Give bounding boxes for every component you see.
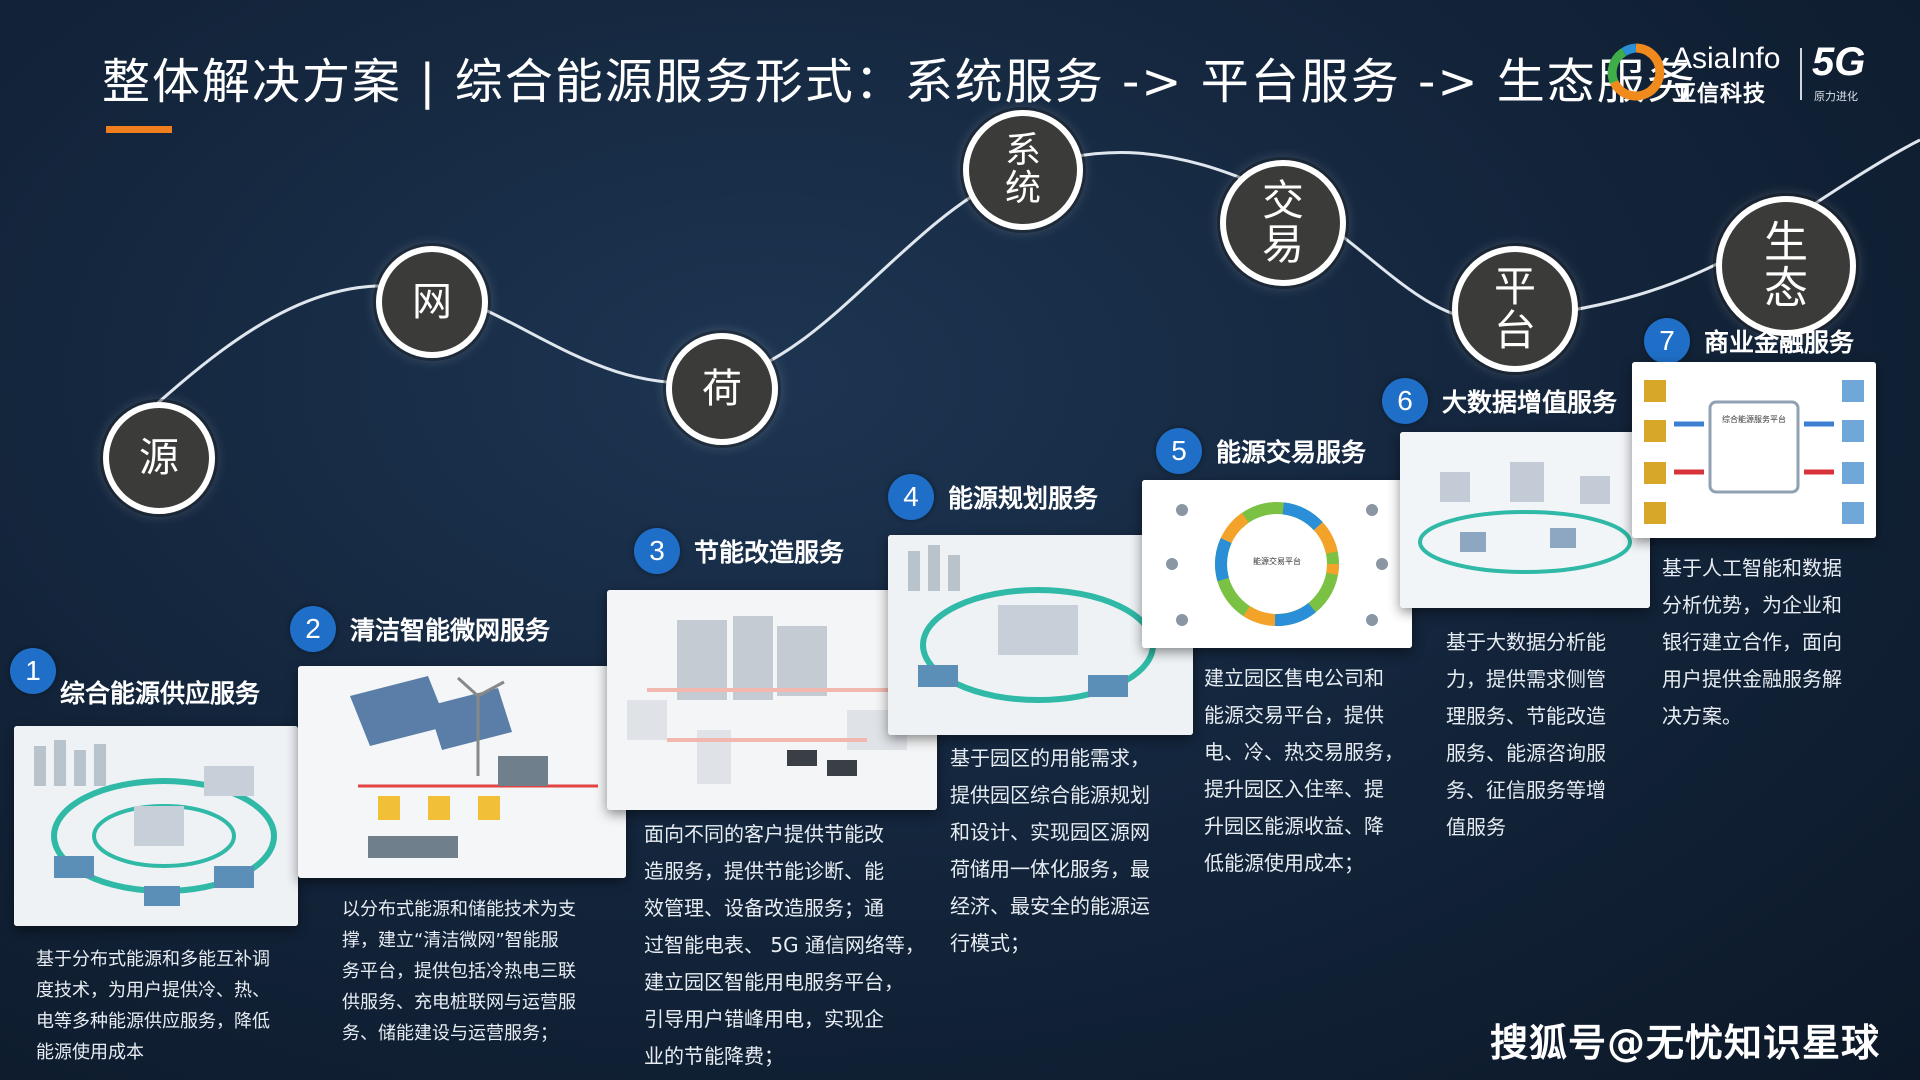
step-6-description: 基于大数据分析能 力，提供需求侧管 理服务、节能改造 服务、能源咨询服 务、征信… (1446, 630, 1606, 839)
step-1-description: 基于分布式能源和多能互补调 度技术，为用户提供冷、热、 电等多种能源供应服务，降… (36, 949, 270, 1063)
node-source: 源 (103, 402, 215, 514)
logo-brand: AsiaInfo (1672, 42, 1781, 75)
step-1-title-wrap: 综合能源供应服务 (60, 674, 260, 710)
step-title: 清洁智能微网服务 (350, 616, 551, 645)
step-2-label: 2 清洁智能微网服务 (290, 606, 550, 652)
title-underline (106, 126, 172, 133)
node-platform: 平台 (1452, 246, 1578, 372)
step-title: 商业金融服务 (1704, 328, 1855, 357)
step-number: 1 (10, 648, 56, 694)
watermark: 搜狐号@无忧知识星球 (1490, 1021, 1881, 1065)
step-title: 能源交易服务 (1216, 438, 1367, 467)
node-trade: 交易 (1220, 160, 1346, 286)
step-6-label: 6 大数据增值服务 (1382, 378, 1617, 424)
step-4-description: 基于园区的用能需求， 提供园区综合能源规划 和设计、实现园区源网 荷储用一体化服… (950, 746, 1150, 955)
step-3-image (607, 590, 937, 810)
logo-5g: 5G (1812, 40, 1866, 84)
node-load: 荷 (666, 333, 778, 445)
logo-5g-sub: 原力进化 (1814, 90, 1858, 103)
logo-mark-icon (1607, 43, 1665, 101)
step-number: 7 (1644, 318, 1690, 364)
step-3-description: 面向不同的客户提供节能改 造服务，提供节能诊断、能 效管理、设备改造服务；通 过… (644, 822, 925, 1068)
node-system: 系统 (963, 110, 1083, 230)
step-title: 大数据增值服务 (1442, 388, 1618, 417)
step-7-description: 基于人工智能和数据 分析优势，为企业和 银行建立合作，面向 用户提供金融服务解 … (1662, 556, 1842, 728)
step-number: 4 (888, 474, 934, 520)
step-7-label: 7 商业金融服务 (1644, 318, 1854, 364)
step-number: 5 (1156, 428, 1202, 474)
step-5-label: 5 能源交易服务 (1156, 428, 1366, 474)
logo-separator (1800, 48, 1802, 100)
step-title: 节能改造服务 (694, 538, 845, 567)
card5-center-label: 能源交易平台 (1253, 557, 1301, 566)
step-number: 3 (634, 528, 680, 574)
step-6-image (1400, 432, 1650, 608)
step-1-label: 1 (10, 648, 56, 694)
asiainfo-logo: AsiaInfo 亚信科技 5G 原力进化 (1606, 40, 1886, 110)
step-2-image (298, 666, 626, 878)
step-5-image: 能源交易平台 (1142, 480, 1412, 648)
card7-center-label: 综合能源服务平台 (1722, 415, 1786, 424)
logo-brand-cn: 亚信科技 (1674, 82, 1767, 107)
step-title: 综合能源供应服务 (60, 679, 261, 708)
node-grid: 网 (376, 246, 488, 358)
step-title: 能源规划服务 (948, 484, 1099, 513)
step-5-description: 建立园区售电公司和 能源交易平台，提供 电、冷、热交易服务， 提升园区入住率、提… (1204, 666, 1404, 875)
step-7-image: 综合能源服务平台 (1632, 362, 1876, 538)
step-1-image (14, 726, 298, 926)
step-2-description: 以分布式能源和储能技术为支 撑，建立“清洁微网”智能服 务平台，提供包括冷热电三… (342, 899, 576, 1044)
page-title: 整体解决方案 | 综合能源服务形式：系统服务 -> 平台服务 -> 生态服务 (102, 54, 1697, 110)
step-number: 2 (290, 606, 336, 652)
node-ecosystem: 生态 (1716, 196, 1856, 336)
step-3-label: 3 节能改造服务 (634, 528, 844, 574)
step-4-label: 4 能源规划服务 (888, 474, 1098, 520)
step-number: 6 (1382, 378, 1428, 424)
